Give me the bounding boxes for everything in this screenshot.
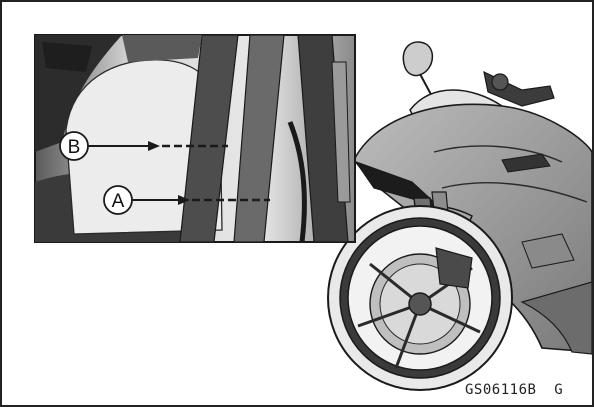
- figure-id-suffix: G: [554, 382, 563, 398]
- figure-id-code: GS06116B: [465, 382, 536, 398]
- callout-b-letter: B: [68, 137, 81, 158]
- mirror: [403, 42, 432, 76]
- figure-id: GS06116B G: [465, 382, 563, 398]
- wheel-hub: [409, 293, 431, 315]
- callout-a-letter: A: [112, 191, 125, 212]
- inset-detail: B A: [35, 35, 355, 242]
- motorcycle-front: [328, 42, 592, 390]
